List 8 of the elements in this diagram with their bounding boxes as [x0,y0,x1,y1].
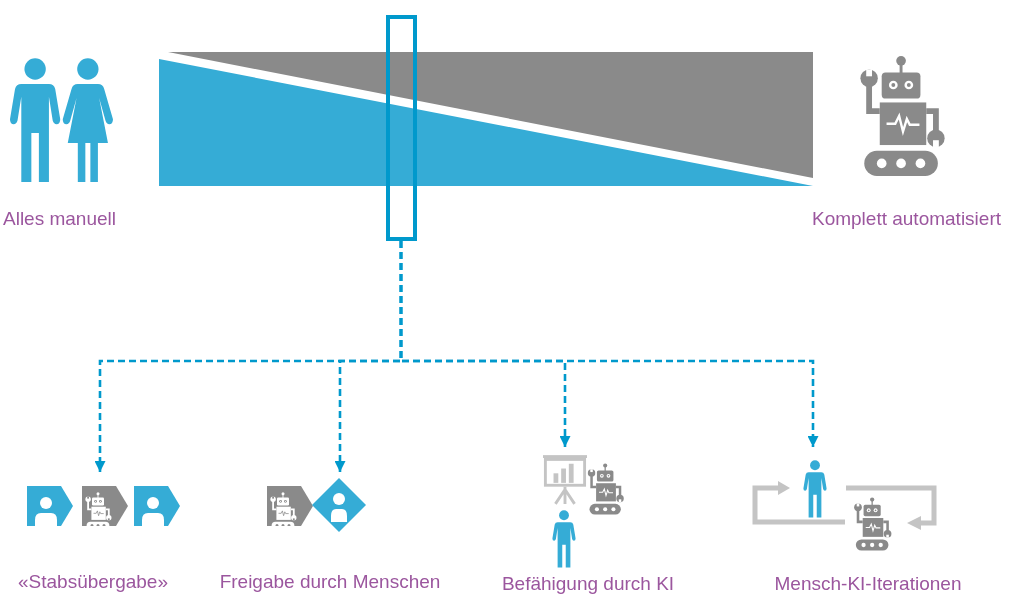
pattern-label: Befähigung durch KI [501,572,675,596]
scale-label: Komplett automatisiert [811,207,1001,231]
scale-label: Alles manuell [3,207,116,231]
pattern-label: Freigabe durch Menschen [219,570,441,594]
pattern-label: Mensch-KI-Iterationen [774,572,962,596]
selection-frame [386,15,417,241]
pattern-label: «Stabsübergabe» [18,570,168,594]
dashed-connector [399,241,819,447]
